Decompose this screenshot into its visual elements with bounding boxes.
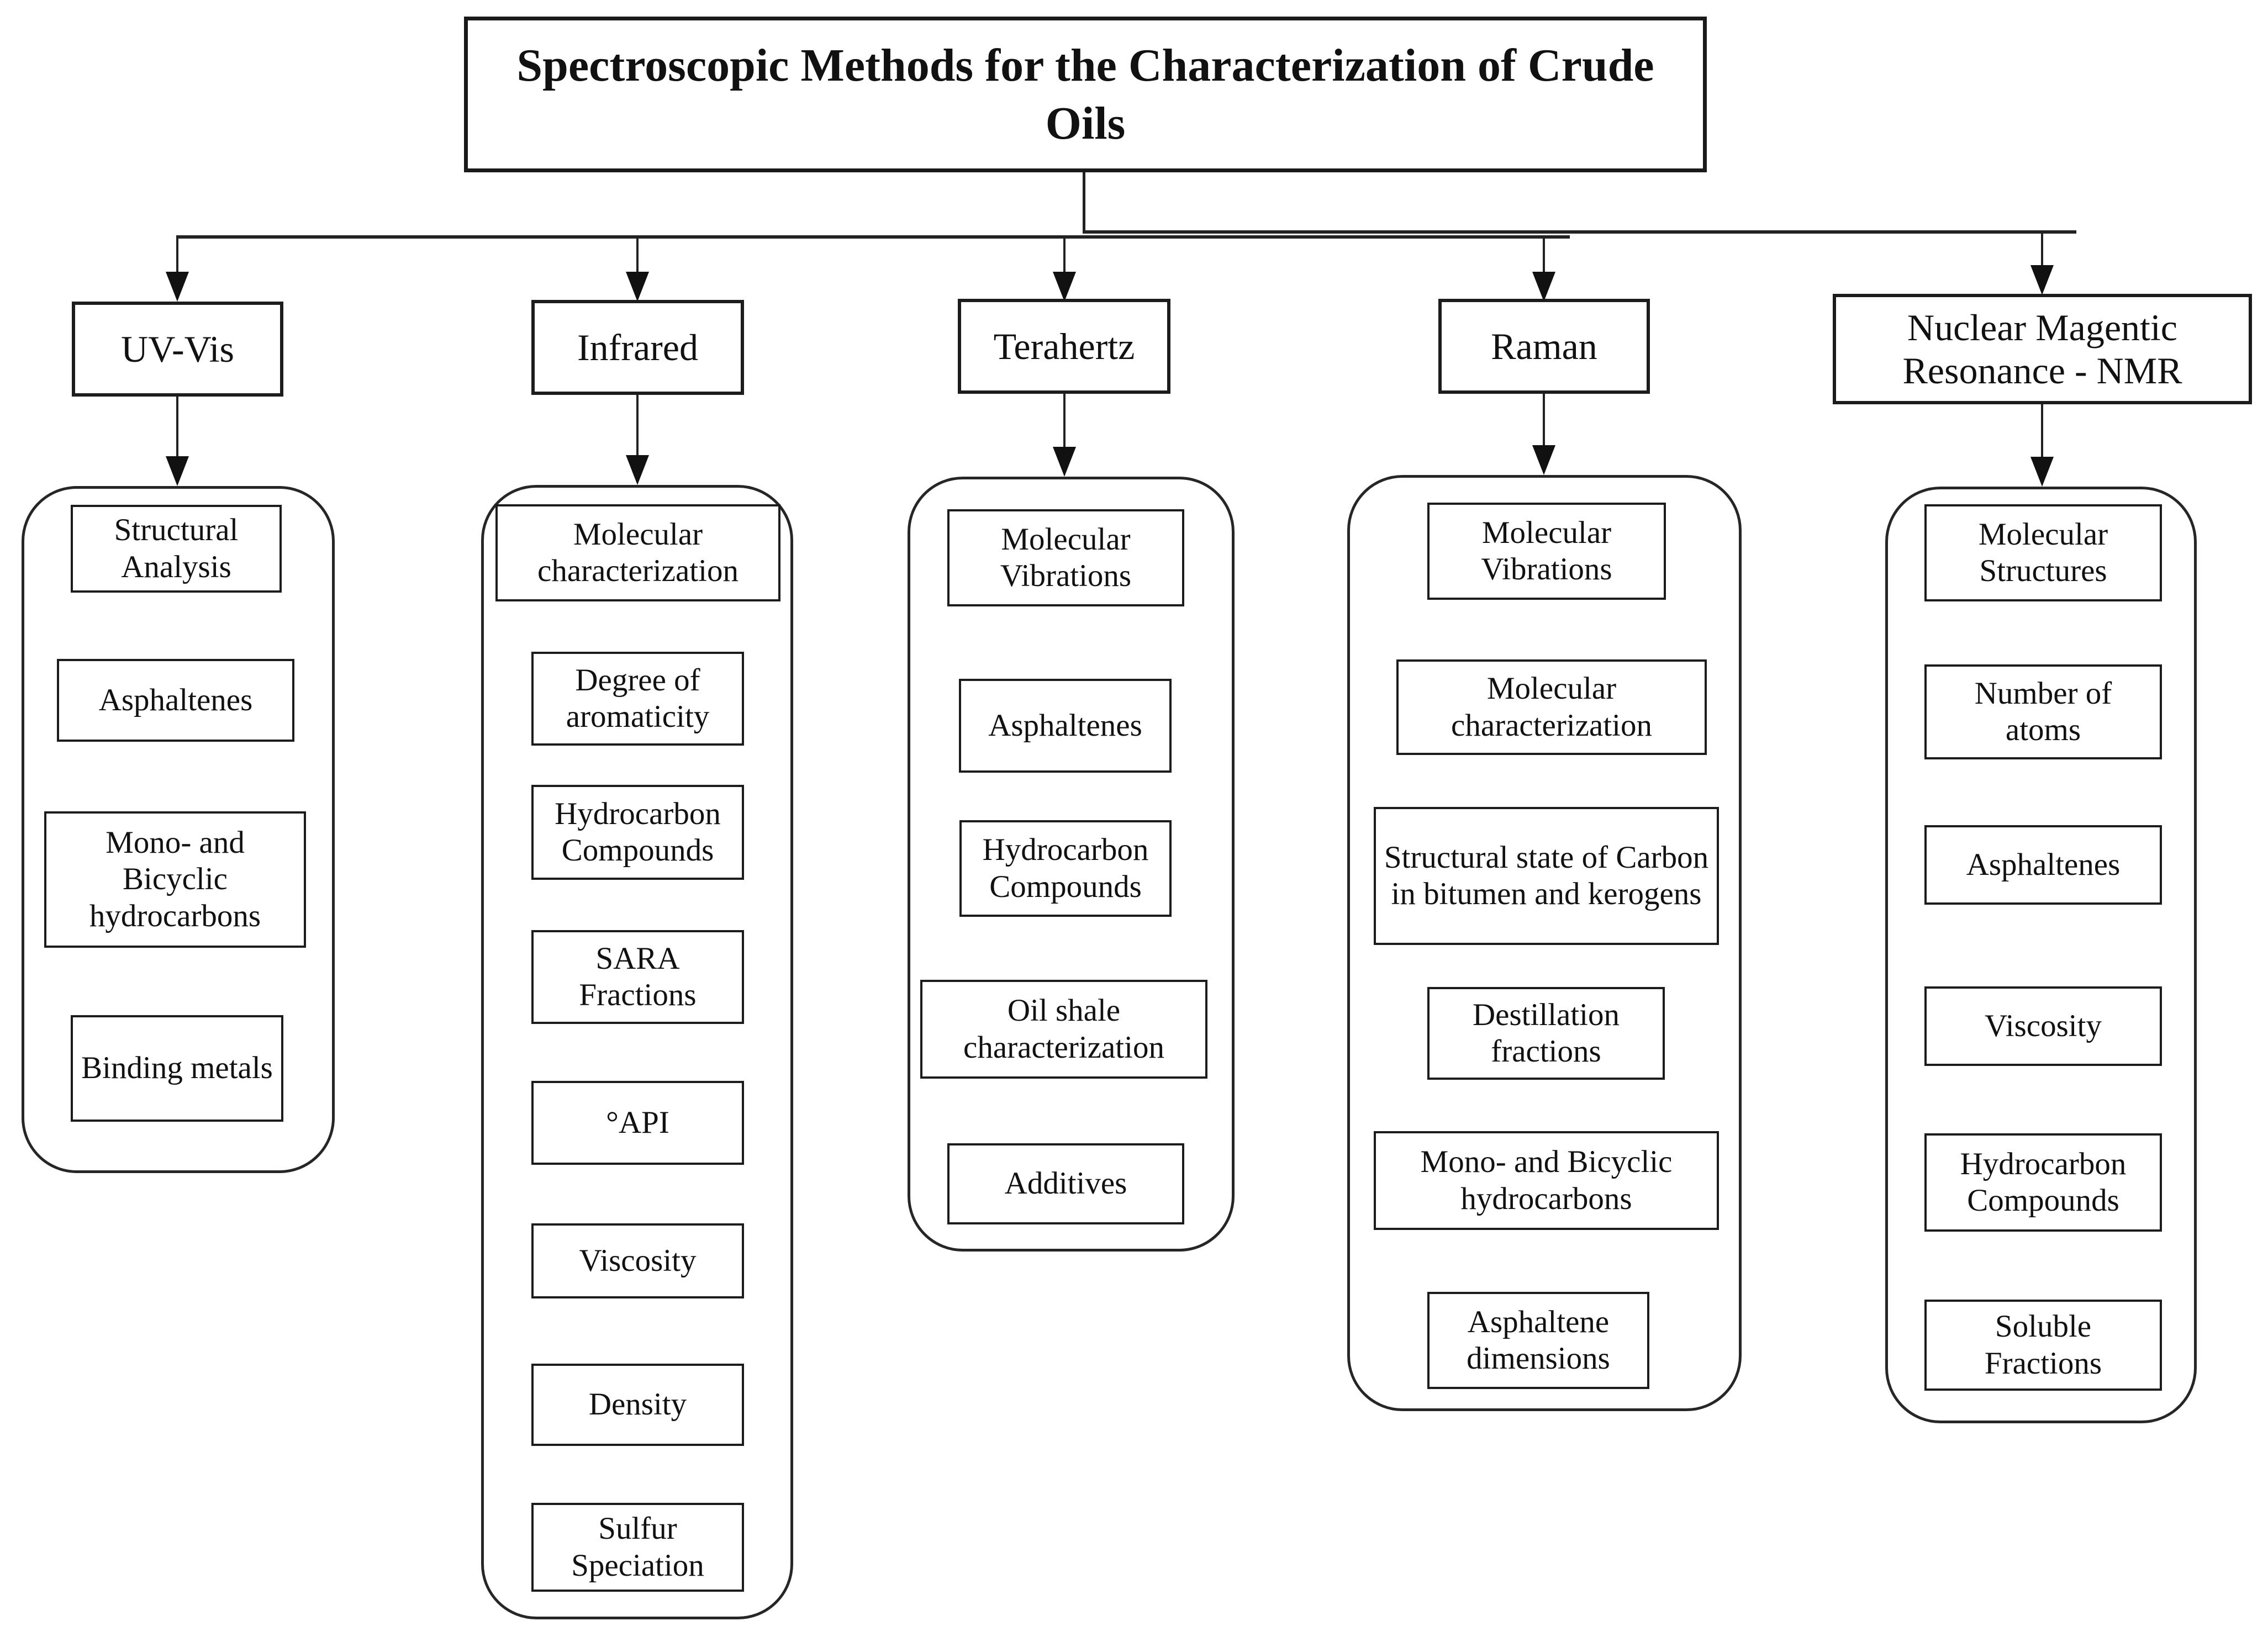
connector-infrared-group (636, 395, 639, 457)
node-nmr-number-of-atoms: Number of atoms (1924, 664, 2162, 759)
node-infrared-sara-fractions: SARA Fractions (531, 930, 744, 1024)
node-raman-molecular-vibrations: Molecular Vibrations (1427, 503, 1666, 600)
arrowhead-infrared-group-icon (626, 455, 649, 485)
node-uvvis-mono-bicyclic-hydrocarbons: Mono- and Bicyclic hydrocarbons (44, 811, 306, 948)
node-uvvis-structural-analysis: Structural Analysis (71, 505, 282, 593)
arrowhead-terahertz-icon (1053, 272, 1076, 302)
arrowhead-infrared-icon (626, 272, 649, 302)
branch-header-raman: Raman (1438, 299, 1650, 394)
node-infrared-viscosity: Viscosity (531, 1223, 744, 1298)
arrowhead-terahertz-group-icon (1053, 447, 1076, 477)
node-terahertz-additives: Additives (947, 1143, 1184, 1224)
node-nmr-viscosity: Viscosity (1924, 986, 2162, 1066)
connector-hline-left (176, 235, 1570, 239)
branch-header-nmr: Nuclear Magentic Resonance - NMR (1833, 294, 2252, 404)
arrowhead-uvvis-group-icon (166, 456, 189, 486)
group-nmr (1885, 487, 2197, 1423)
connector-raman-group (1543, 394, 1545, 448)
connector-nmr-group (2041, 404, 2043, 460)
connector-title-stem (1083, 172, 1085, 233)
arrowhead-nmr-icon (2030, 265, 2054, 295)
node-nmr-asphaltenes: Asphaltenes (1924, 825, 2162, 905)
connector-drop-terahertz (1063, 237, 1066, 276)
node-uvvis-binding-metals: Binding metals (71, 1015, 283, 1122)
node-infrared-hydrocarbon-compounds: Hydrocarbon Compounds (531, 785, 744, 880)
node-raman-structural-state-carbon: Structural state of Carbon in bitumen an… (1374, 807, 1719, 945)
arrowhead-nmr-group-icon (2030, 457, 2054, 487)
node-terahertz-oil-shale-characterization: Oil shale characterization (920, 980, 1207, 1079)
connector-drop-raman (1543, 237, 1545, 276)
branch-header-infrared: Infrared (531, 300, 744, 395)
arrowhead-raman-icon (1532, 272, 1555, 302)
branch-header-uvvis: UV-Vis (72, 302, 283, 397)
node-terahertz-hydrocarbon-compounds: Hydrocarbon Compounds (959, 820, 1172, 917)
diagram-title: Spectroscopic Methods for the Characteri… (464, 17, 1707, 172)
node-raman-molecular-characterization: Molecular characterization (1396, 659, 1707, 755)
connector-drop-nmr (2041, 233, 2043, 267)
node-raman-asphaltene-dimensions: Asphaltene dimensions (1427, 1292, 1649, 1389)
node-infrared-density: Density (531, 1364, 744, 1446)
node-nmr-hydrocarbon-compounds: Hydrocarbon Compounds (1924, 1133, 2162, 1232)
node-nmr-soluble-fractions: Soluble Fractions (1924, 1300, 2162, 1391)
connector-hline-right (1083, 230, 2076, 234)
connector-drop-uvvis (176, 237, 178, 276)
arrowhead-raman-group-icon (1532, 445, 1555, 475)
node-terahertz-asphaltenes: Asphaltenes (959, 679, 1172, 773)
node-raman-destillation-fractions: Destillation fractions (1427, 987, 1665, 1080)
node-uvvis-asphaltenes: Asphaltenes (57, 659, 294, 742)
node-raman-mono-bicyclic-hydrocarbons: Mono- and Bicyclic hydrocarbons (1374, 1131, 1719, 1230)
connector-drop-infrared (636, 237, 639, 276)
branch-header-terahertz: Terahertz (958, 299, 1170, 394)
node-infrared-degree-of-aromaticity: Degree of aromaticity (531, 652, 744, 746)
node-terahertz-molecular-vibrations: Molecular Vibrations (947, 509, 1184, 606)
connector-uvvis-group (176, 397, 178, 458)
node-infrared-api: °API (531, 1081, 744, 1165)
node-infrared-molecular-characterization: Molecular characterization (495, 504, 780, 601)
node-nmr-molecular-structures: Molecular Structures (1924, 504, 2162, 601)
connector-terahertz-group (1063, 394, 1066, 449)
arrowhead-uvvis-icon (166, 272, 189, 302)
node-infrared-sulfur-speciation: Sulfur Speciation (531, 1503, 744, 1592)
